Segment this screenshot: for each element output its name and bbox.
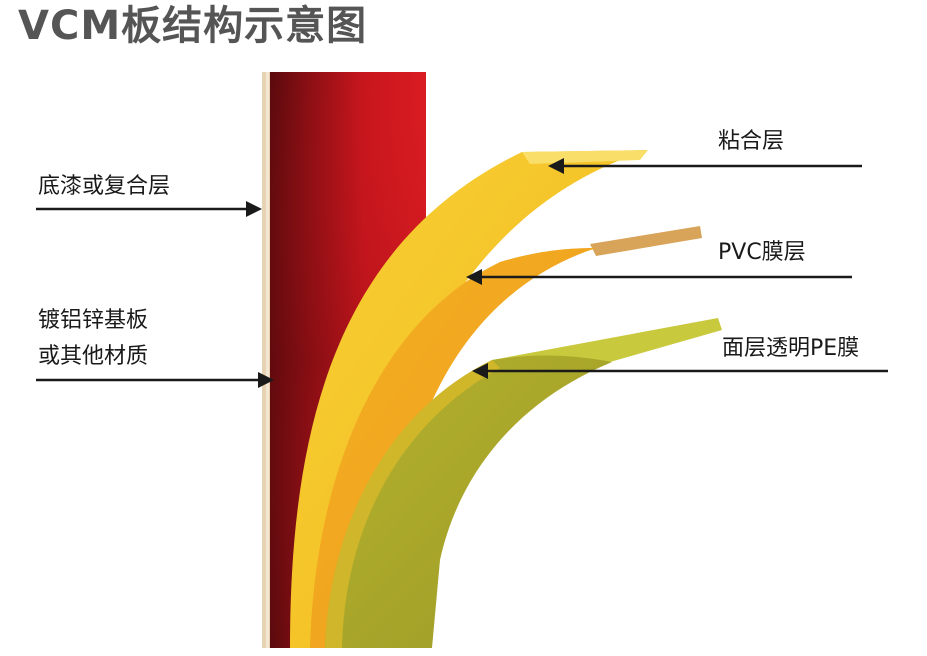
adhesive-layer: [290, 150, 648, 648]
pe-layer-tip: [492, 318, 722, 362]
leader-pvc: [466, 269, 852, 285]
leader-substrate: [36, 372, 274, 388]
label-pvc: PVC膜层: [718, 240, 806, 265]
pvc-film-tip: [590, 226, 702, 256]
page-title: VCM板结构示意图: [18, 3, 368, 49]
label-substrate-line2: 或其他材质: [38, 344, 149, 369]
leader-primer: [36, 201, 262, 217]
label-pe: 面层透明PE膜: [722, 336, 860, 361]
label-substrate-line1: 镀铝锌基板: [38, 308, 149, 333]
pe-layer: [325, 355, 612, 648]
label-adhesive: 粘合层: [718, 129, 785, 154]
leader-pe: [472, 363, 888, 379]
label-primer: 底漆或复合层: [38, 174, 171, 199]
leader-adhesive: [548, 158, 862, 174]
